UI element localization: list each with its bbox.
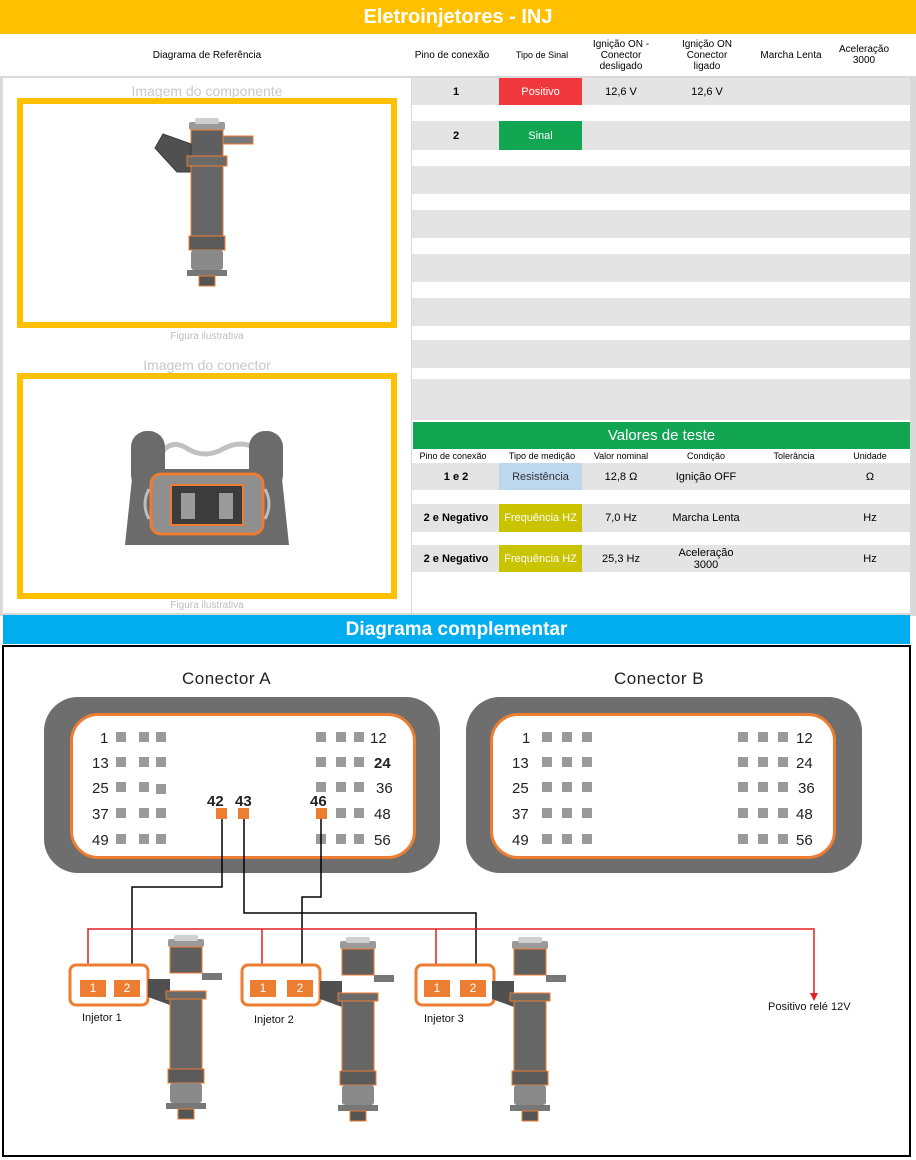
tv-unit: Hz (863, 512, 877, 524)
table-row (412, 254, 910, 282)
conn-a-pin-label: 12 (370, 730, 387, 747)
wiring-lines (68, 732, 818, 1122)
conn-b-pin-label: 48 (796, 806, 813, 823)
header-ref-diagram: Diagrama de Referência (152, 49, 262, 61)
pin-cell: 1 (452, 85, 460, 98)
conn-a-pin-label: 25 (92, 780, 109, 797)
component-figure-caption: Figura ilustrativa (170, 331, 244, 342)
connector-image-frame (17, 373, 397, 599)
header-accel: Aceleração 3000 (838, 44, 890, 66)
table-row (412, 78, 910, 105)
signal-type-badge: Positivo (499, 78, 582, 105)
conn-a-active-pin-label: 46 (310, 793, 327, 810)
ign-off-value: 12,6 V (605, 85, 637, 98)
table-row (412, 166, 910, 194)
conn-a-pin-label: 13 (92, 755, 109, 772)
pin-cell: 2 (452, 129, 460, 142)
tv-nominal: 25,3 Hz (602, 552, 640, 565)
conn-b-pin-label: 36 (798, 780, 815, 797)
injector-3-label: Injetor 3 (424, 1013, 464, 1025)
test-values-table: 1 e 2 Resistência 12,8 Ω Ignição OFF Ω 2… (412, 463, 910, 613)
conn-a-active-pin-label: 43 (235, 793, 252, 810)
tv-header-condition: Condição (686, 451, 726, 461)
tv-pin: 2 e Negativo (423, 552, 489, 565)
component-image-frame (17, 98, 397, 328)
header-ign-on-connected: Ignição ON Conector ligado (681, 38, 733, 72)
conn-a-pin-label: 48 (374, 806, 391, 823)
conn-b-pin-label: 56 (796, 832, 813, 849)
conn-a-pin-label: 37 (92, 806, 109, 823)
conn-a-pin-label: 56 (374, 832, 391, 849)
conn-a-pin-label: 24 (374, 755, 391, 772)
header-ign-on-disconnected: Ignição ON - Conector desligado (592, 38, 650, 72)
relay-positive-label: Positivo relé 12V (768, 1001, 851, 1013)
injector-2-label: Injetor 2 (254, 1014, 294, 1026)
conn-b-pin-label: 12 (796, 730, 813, 747)
test-values-title: Valores de teste (413, 422, 910, 449)
tv-header-unit: Unidade (853, 451, 887, 461)
injector-illustration (154, 118, 254, 287)
component-image-caption: Imagem do componente (131, 83, 283, 99)
injector-1-label: Injetor 1 (82, 1012, 122, 1024)
table-row (412, 545, 910, 572)
measure-type-badge: Frequência HZ (499, 545, 582, 572)
injector-1-pin-1: 1 (89, 981, 97, 995)
tv-header-tolerance: Tolerância (773, 451, 815, 461)
table-row (412, 210, 910, 238)
conn-b-pin-label: 49 (512, 832, 529, 849)
injector-2-pin-2: 2 (296, 981, 304, 995)
tv-header-pin: Pino de conexão (419, 451, 487, 461)
table-row (412, 504, 910, 532)
tv-condition: Marcha Lenta (672, 512, 740, 524)
injector-1-pin-2: 2 (123, 981, 131, 995)
table-row (412, 298, 910, 326)
header-pin: Pino de conexão (414, 49, 490, 61)
table-row (412, 463, 910, 490)
conn-b-pin-label: 1 (522, 730, 531, 747)
injector-3-pin-1: 1 (433, 981, 441, 995)
tv-header-measure: Tipo de medição (508, 451, 576, 461)
tv-unit: Ω (865, 470, 875, 483)
conn-a-pin-label: 36 (376, 780, 393, 797)
measure-type-badge: Resistência (499, 463, 582, 490)
conn-b-pin-label: 24 (796, 755, 813, 772)
conn-b-pin-label: 13 (512, 755, 529, 772)
tv-nominal: 7,0 Hz (605, 512, 637, 524)
conn-a-active-pin-label: 42 (207, 793, 224, 810)
injector-2-pin-1: 1 (259, 981, 267, 995)
connector-figure-caption: Figura ilustrativa (170, 600, 244, 611)
header-idle: Marcha Lenta (760, 49, 822, 61)
ign-on-value: 12,6 V (691, 85, 723, 98)
header-signal-type: Tipo de Sinal (515, 49, 569, 60)
conn-a-pin-label: 49 (92, 832, 109, 849)
tv-pin: 1 e 2 (443, 470, 469, 483)
conn-a-pin-label: 1 (100, 730, 109, 747)
conn-b-pin-label: 25 (512, 780, 529, 797)
table-row (412, 379, 910, 420)
tv-condition: Aceleração 3000 (678, 546, 734, 571)
tv-pin: 2 e Negativo (423, 512, 489, 524)
table-row (412, 121, 910, 150)
test-values-header: Pino de conexão Tipo de medição Valor no… (412, 449, 910, 463)
connector-illustration (125, 431, 289, 545)
tv-nominal: 12,8 Ω (604, 470, 638, 483)
conn-b-pin-label: 37 (512, 806, 529, 823)
connector-b-title: Conector B (614, 669, 705, 688)
measure-type-badge: Frequência HZ (499, 504, 582, 532)
signal-type-badge: Sinal (499, 121, 582, 150)
tv-unit: Hz (863, 552, 877, 565)
connector-a-title: Conector A (182, 669, 272, 688)
table-row (412, 340, 910, 368)
complementary-diagram-title: Diagrama complementar (3, 615, 910, 644)
wiring-diagram: Conector A Conector B 1 13 25 37 49 12 2… (2, 645, 911, 1157)
connector-image-caption: Imagem do conector (143, 357, 271, 373)
tv-header-nominal: Valor nominal (593, 451, 649, 461)
reference-diagram-panel: Imagem do componente Figura ilustrativa … (3, 78, 411, 613)
tv-condition: Ignição OFF (675, 470, 737, 483)
page-title: Eletroinjetores - INJ (0, 0, 916, 34)
injector-3-pin-2: 2 (469, 981, 477, 995)
